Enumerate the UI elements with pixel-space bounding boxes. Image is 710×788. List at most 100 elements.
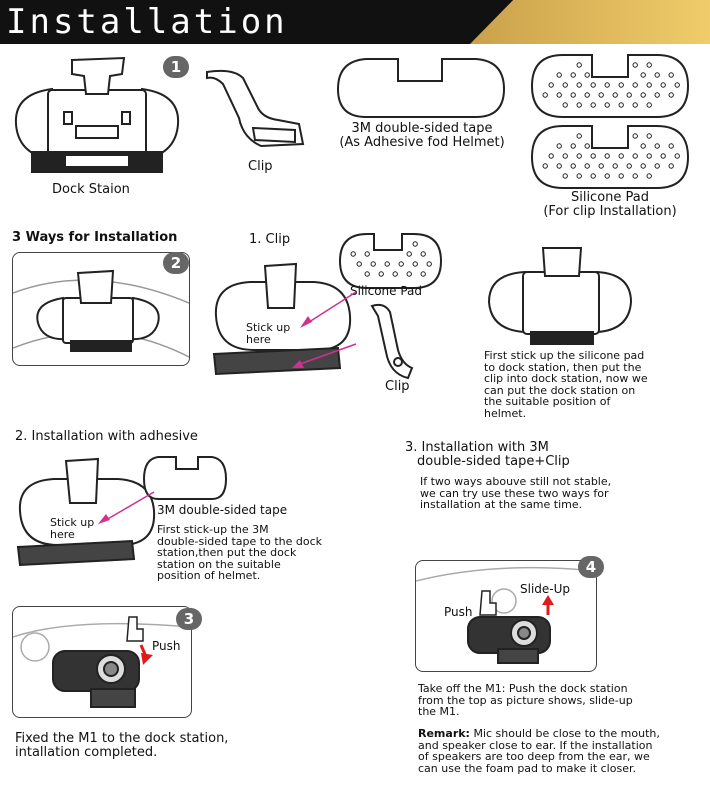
pad-dot (598, 163, 604, 169)
pad-dot (556, 143, 562, 149)
adhesive-desc-line: First stick-up the 3M (157, 523, 269, 536)
pad-dot (604, 153, 610, 159)
pad-dot (640, 143, 646, 149)
pad-dot (668, 163, 674, 169)
pad-dot (398, 261, 404, 267)
adhesive-stick-line1: Stick up (50, 516, 95, 529)
tape-label-line2: (As Adhesive fod Helmet) (339, 135, 505, 150)
step3-caption: Fixed the M1 to the dock station, intall… (15, 732, 228, 760)
pad-dot (370, 261, 376, 267)
ways-heading: 3 Ways for Installation (12, 230, 178, 245)
silicone-pad-top (530, 54, 690, 118)
panel-step-2 (12, 252, 190, 366)
pad-dot (426, 261, 432, 267)
pad-dot (576, 102, 582, 108)
combo-heading-line2: double-sided tape+Clip (417, 454, 570, 469)
pad-dot (646, 102, 652, 108)
adhesive-tape-illustration (142, 456, 228, 500)
tape-label: 3M double-sided tape (As Adhesive fod He… (316, 122, 528, 150)
pad-dot (668, 143, 674, 149)
pad-dot (576, 82, 582, 88)
clip-small-label: Clip (385, 379, 410, 394)
combo-desc-line: installation at the same time. (420, 498, 583, 511)
pad-dot (562, 102, 568, 108)
pad-dot (584, 163, 590, 169)
clip-method-description: First stick up the silicone pad to dock … (484, 350, 648, 419)
pad-dot (542, 163, 548, 169)
hand-icon-2 (479, 590, 497, 616)
step4-caption-line: from the top as picture shows, slide-up (418, 693, 633, 707)
pad-dot (654, 72, 660, 78)
combo-desc-line: we can try use these two ways for (420, 486, 609, 500)
pad-dot (356, 261, 362, 267)
adhesive-heading: 2. Installation with adhesive (15, 429, 198, 444)
silicone-pad-label: Silicone Pad (For clip Installation) (525, 191, 695, 219)
clip-stick-line1: Stick up (246, 321, 291, 334)
pad-dot (590, 173, 596, 179)
step4-slide-label: Slide-Up (520, 582, 571, 596)
pad-dot (612, 92, 618, 98)
remark-label: Remark: (418, 727, 470, 740)
step4-caption: Take off the M1: Push the dock station f… (418, 683, 633, 718)
clip-method-illustration (212, 262, 352, 376)
pad-dot (384, 261, 390, 267)
pad-dot (640, 163, 646, 169)
pad-dot (576, 173, 582, 179)
pad-dot (590, 153, 596, 159)
pad-dot (618, 102, 624, 108)
pad-label-line1: Silicone Pad (570, 190, 650, 205)
pad-dot (548, 153, 554, 159)
step3-illustration (13, 616, 191, 708)
combo-description: If two ways abouve still not stable, we … (420, 476, 611, 511)
pad-dot (556, 72, 562, 78)
step4-illustration (416, 566, 596, 664)
pad-dot (364, 271, 370, 277)
step3-push-label: Push (152, 639, 181, 653)
adhesive-desc-line: double-sided tape to the dock (157, 534, 322, 548)
adhesive-stick-line2: here (50, 527, 75, 541)
pad-dot (618, 153, 624, 159)
pad-dot (576, 153, 582, 159)
clip-part-label: Clip (248, 159, 273, 174)
pad-dot (640, 72, 646, 78)
clip-desc-line: can put the dock station on (484, 383, 636, 397)
pad-dot (570, 143, 576, 149)
pad-dot (646, 82, 652, 88)
pad-dot (590, 82, 596, 88)
pad-dot (626, 163, 632, 169)
pad-dot (562, 153, 568, 159)
header-accent (470, 0, 710, 44)
pad-dot (548, 82, 554, 88)
pad-dot (406, 251, 412, 257)
header-bar (0, 0, 710, 44)
pad-dot (660, 153, 666, 159)
step4-caption-line: the M1. (418, 705, 460, 718)
pad-dot (570, 92, 576, 98)
panel-step-3 (12, 606, 192, 718)
pad-dot (632, 82, 638, 88)
step4-caption-line: Take off the M1: Push the dock station (418, 682, 628, 695)
pad-dot (542, 92, 548, 98)
pad-dot (584, 72, 590, 78)
pad-dot (406, 271, 412, 277)
pad-dot (654, 163, 660, 169)
step3-caption-line2: intallation completed. (15, 745, 158, 760)
pad-dot (562, 173, 568, 179)
pad-dot (646, 173, 652, 179)
pad-dot (668, 92, 674, 98)
remark-line: of speakers are too deep from the ear, w… (418, 750, 650, 763)
combo-desc-line: If two ways abouve still not stable, (420, 475, 612, 488)
pad-dot (412, 241, 418, 247)
pad-dot (598, 92, 604, 98)
clip-silicone-pad-illustration (338, 233, 443, 289)
clip-desc-line: to dock station, then put the (484, 360, 642, 374)
clip-desc-line: First stick up the silicone pad (484, 349, 645, 362)
pad-dot (364, 251, 370, 257)
pad-dot (668, 72, 674, 78)
remark-line: and speaker close to ear. If the install… (418, 738, 653, 752)
clip-method-heading: 1. Clip (249, 232, 291, 247)
pink-arrow-3 (98, 491, 155, 524)
clip-illustration (206, 69, 305, 148)
panel-step-4 (415, 560, 597, 672)
tape-illustration (336, 58, 506, 118)
